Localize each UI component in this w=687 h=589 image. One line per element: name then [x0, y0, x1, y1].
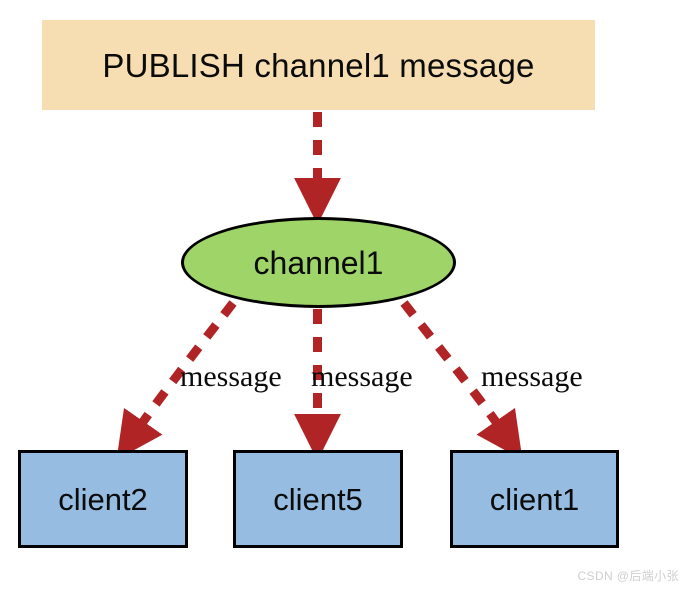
- client-box-client2: client2: [18, 450, 188, 548]
- channel-node: channel1: [181, 217, 456, 308]
- client-box-label: client5: [273, 481, 363, 517]
- client-box-client1: client1: [450, 450, 619, 548]
- client-box-client5: client5: [233, 450, 403, 548]
- client-box-label: client2: [58, 481, 148, 517]
- watermark-text: CSDN @后端小张: [577, 569, 679, 583]
- edge-channel-to-client2: [116, 300, 237, 460]
- channel-node-label: channel1: [253, 244, 384, 281]
- client-box-label: client1: [489, 481, 580, 517]
- edge-channel-to-client1: [400, 300, 523, 460]
- publish-command-box: PUBLISH channel1 message: [42, 20, 595, 110]
- edge-label-message-left: message: [180, 360, 282, 393]
- edge-label-message-right: message: [481, 360, 583, 393]
- publish-command-label: PUBLISH channel1 message: [102, 46, 535, 84]
- edge-label-message-middle: message: [311, 360, 413, 393]
